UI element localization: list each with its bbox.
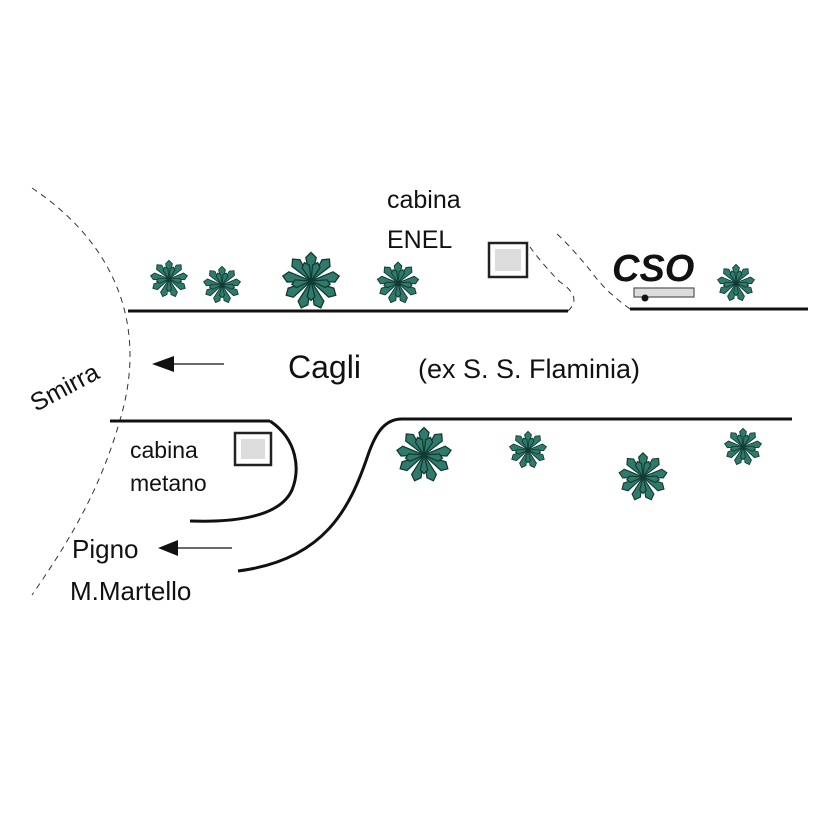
driveway-dashed-left: [529, 246, 575, 312]
destination-label-line1: Pigno: [72, 534, 139, 564]
plant-icon: [716, 263, 756, 303]
plant-icon: [723, 427, 763, 467]
arrow-to-smirra: [152, 356, 224, 372]
methane-label-line1: cabina: [130, 437, 198, 463]
methane-building: [233, 431, 273, 467]
road-note-label: (ex S. S. Flaminia): [418, 354, 640, 384]
plant-icon: [617, 452, 669, 502]
cso-instrument: [633, 287, 695, 302]
plant-icon: [281, 251, 341, 311]
arrow-left-icon: [152, 356, 174, 372]
enel-label-line1: cabina: [387, 186, 461, 214]
station-code-label: CSO: [612, 248, 694, 290]
plant-icon: [149, 259, 189, 299]
enel-label-line2: ENEL: [387, 226, 452, 254]
driveway-dashed-right: [554, 231, 631, 310]
arrow-to-pigno: [158, 540, 232, 556]
plant-icon: [202, 265, 242, 305]
plant-icon: [508, 430, 548, 470]
plant-icon: [395, 426, 453, 484]
instrument-icon: [633, 287, 695, 298]
branch-outer-curve: [237, 417, 403, 573]
destination-label-line2: M.Martello: [70, 576, 191, 606]
methane-label-line2: metano: [130, 470, 207, 496]
road-name-label: Cagli: [288, 349, 361, 385]
plant-icon: [376, 261, 420, 305]
branch-inner-curve: [189, 419, 298, 523]
tree-group-south: [395, 426, 763, 502]
arrow-left-icon: [158, 540, 178, 556]
enel-building: [487, 241, 529, 279]
place-label-smirra: Smirra: [26, 358, 104, 417]
